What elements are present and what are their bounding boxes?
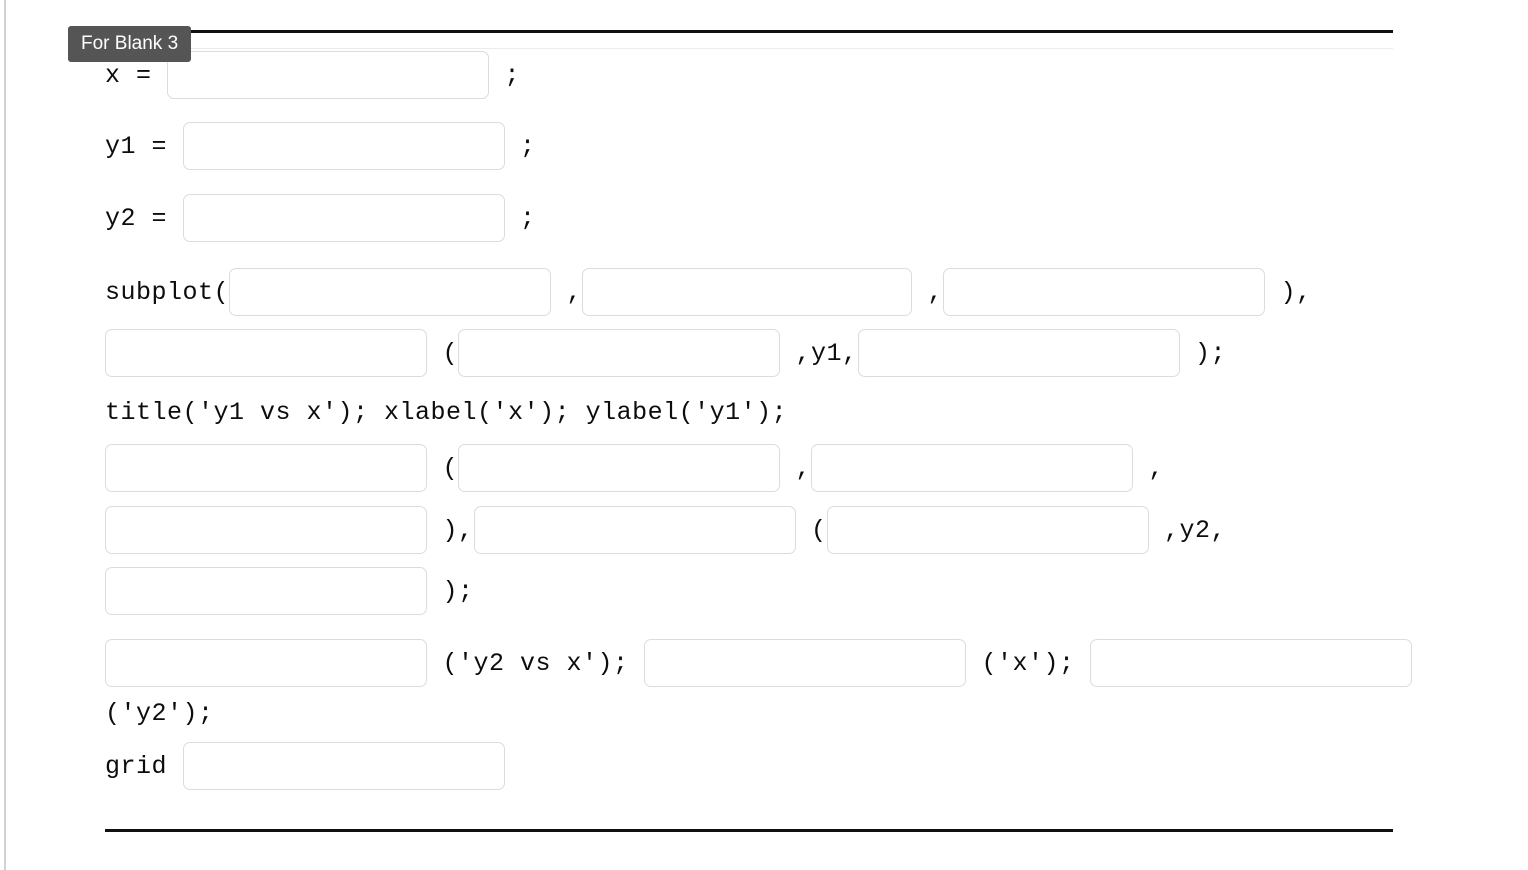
code-text: grid [105, 751, 183, 781]
code-text: ('y2 vs x'); [427, 648, 645, 678]
code-text: ); [427, 576, 474, 606]
code-text: , [780, 453, 812, 483]
code-text: ; [504, 131, 536, 161]
blank-input-20[interactable] [182, 742, 505, 790]
blank-input-9[interactable] [857, 329, 1180, 377]
row-subplot: subplot( , , ), [105, 267, 1312, 317]
code-text: subplot( [105, 277, 230, 307]
row-ylabel2: ('y2'); [105, 688, 214, 738]
top-faint-rule [105, 48, 1393, 49]
row-title2: ('y2 vs x'); ('x'); [105, 638, 1413, 688]
code-text: ), [1265, 277, 1312, 307]
blank-input-16[interactable] [105, 567, 427, 615]
code-text: , [551, 277, 583, 307]
row-title1: title('y1 vs x'); xlabel('x'); ylabel('y… [105, 387, 787, 437]
code-text: ,y2, [1148, 515, 1227, 545]
blank-input-15[interactable] [826, 506, 1149, 554]
blank-input-11[interactable] [458, 444, 781, 492]
code-text: ('x'); [966, 648, 1091, 678]
blank-input-3[interactable] [182, 194, 505, 242]
code-text: ( [795, 515, 827, 545]
code-text: ( [427, 338, 459, 368]
code-text: ; [504, 203, 536, 233]
blank-input-12[interactable] [811, 444, 1134, 492]
row-grid: grid [105, 741, 505, 791]
code-text: , [912, 277, 944, 307]
row-x: x = ; [105, 50, 520, 100]
blank-input-1[interactable] [167, 51, 490, 99]
blank-input-14[interactable] [473, 506, 796, 554]
page-scroll-strip[interactable] [4, 0, 6, 870]
code-text: ,y1, [780, 338, 858, 368]
top-divider-rule [105, 30, 1393, 33]
blank-input-10[interactable] [105, 444, 427, 492]
code-text: ; [489, 60, 521, 90]
code-text: y1 = [105, 131, 183, 161]
code-text: x = [105, 60, 168, 90]
blank-input-19[interactable] [1090, 639, 1413, 687]
blank-input-5[interactable] [582, 268, 913, 316]
row-plot2c: ); [105, 566, 474, 616]
blank-input-13[interactable] [105, 506, 427, 554]
blank-input-6[interactable] [943, 268, 1266, 316]
row-plot1: ( ,y1, ); [105, 328, 1226, 378]
code-text: , [1133, 453, 1165, 483]
blank-input-18[interactable] [644, 639, 967, 687]
blank-input-17[interactable] [105, 639, 427, 687]
row-plot2b: ), ( ,y2, [105, 505, 1226, 555]
bottom-divider-rule [105, 829, 1393, 832]
blank-input-8[interactable] [458, 329, 781, 377]
row-y1: y1 = ; [105, 121, 536, 171]
code-text: ('y2'); [105, 698, 214, 728]
code-text: y2 = [105, 203, 183, 233]
code-text: title('y1 vs x'); xlabel('x'); ylabel('y… [105, 397, 788, 427]
blank-input-4[interactable] [229, 268, 552, 316]
blank-tooltip: For Blank 3 [68, 26, 192, 62]
code-text: ); [1179, 338, 1227, 368]
row-y2: y2 = ; [105, 193, 536, 243]
blank-input-7[interactable] [105, 329, 427, 377]
blank-input-2[interactable] [182, 122, 505, 170]
code-text: ), [427, 515, 474, 545]
row-plot2a: ( , , [105, 443, 1164, 493]
code-text: ( [427, 453, 459, 483]
